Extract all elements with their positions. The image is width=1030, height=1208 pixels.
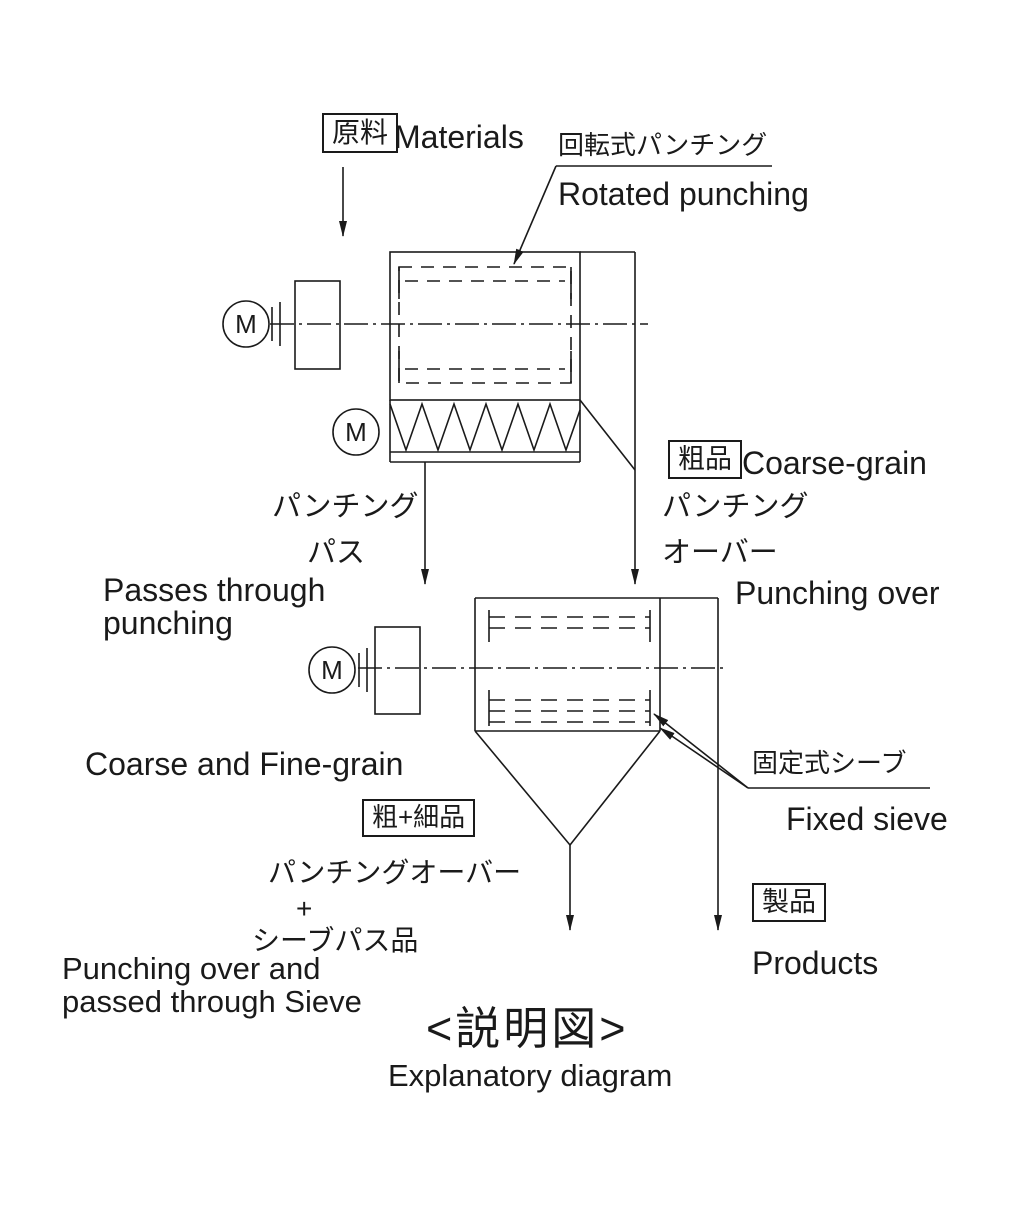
products-box-label: 製品 bbox=[752, 883, 826, 922]
machine1-chute-diagonal bbox=[579, 399, 636, 471]
fixed-sieve-machine: M bbox=[308, 597, 724, 846]
machine1-rotating-drum-dashed bbox=[398, 266, 572, 384]
machine2-gearbox bbox=[374, 626, 421, 715]
coarse-and-fine-en-label: Coarse and Fine-grain bbox=[85, 746, 404, 782]
rotated-punching-en-label: Rotated punching bbox=[558, 176, 809, 212]
motor2-label: M bbox=[345, 417, 367, 447]
punching-pass-en-line1: Passes through bbox=[103, 572, 326, 608]
punching-over-jp-line1: パンチング bbox=[662, 491, 809, 523]
punching-over-en-label: Punching over bbox=[735, 575, 940, 611]
caption-en-title: Explanatory diagram bbox=[388, 1058, 673, 1093]
motor3-circle bbox=[308, 646, 356, 694]
mixed-output-en-line2: passed through Sieve bbox=[62, 984, 362, 1019]
motor2-circle bbox=[332, 408, 380, 456]
mixed-output-jp-line2: + bbox=[296, 893, 313, 924]
motor1-label: M bbox=[235, 309, 257, 339]
machine1-drum-housing bbox=[389, 251, 581, 401]
coarse-grain-en-label: Coarse-grain bbox=[742, 445, 927, 481]
products-en-label: Products bbox=[752, 945, 879, 981]
fixed-sieve-pointer1 bbox=[653, 713, 749, 789]
punching-over-jp-line2: オーバー bbox=[662, 537, 778, 569]
fixed-sieve-pointer2 bbox=[659, 727, 749, 789]
caption-jp-title: <説明図> bbox=[426, 1003, 629, 1054]
fixed-sieve-en-label: Fixed sieve bbox=[786, 801, 948, 837]
funnel-right bbox=[569, 730, 661, 846]
motor1-circle bbox=[222, 300, 270, 348]
mixed-output-jp-line3: シーブパス品 bbox=[252, 925, 419, 956]
punching-pass-jp-line1: パンチング bbox=[272, 491, 419, 523]
coarse-and-fine-box-label: 粗+細品 bbox=[362, 799, 476, 837]
rotated-punching-pointer bbox=[513, 165, 557, 265]
machine1-screw-zigzag bbox=[389, 401, 581, 453]
mixed-output-jp-line1: パンチングオーバー bbox=[268, 857, 522, 888]
mixed-output-en-line1: Punching over and bbox=[62, 951, 321, 986]
rotated-punching-jp-label: 回転式パンチング bbox=[558, 130, 768, 160]
coarse-grain-box-label: 粗品 bbox=[668, 440, 742, 479]
punching-pass-en-line2: punching bbox=[103, 605, 233, 641]
materials-box-label: 原料 bbox=[322, 113, 399, 153]
motor3-label: M bbox=[321, 655, 343, 685]
funnel-left bbox=[474, 730, 571, 846]
machine1-gearbox bbox=[294, 280, 341, 370]
rotary-punching-machine: M M bbox=[222, 251, 648, 471]
materials-en-label: Materials bbox=[394, 119, 524, 155]
punching-pass-jp-line2: パス bbox=[307, 537, 366, 569]
rotated-punching-leader bbox=[513, 165, 772, 265]
fixed-sieve-jp-label: 固定式シーブ bbox=[752, 748, 907, 778]
fixed-sieve-leader bbox=[653, 713, 930, 789]
